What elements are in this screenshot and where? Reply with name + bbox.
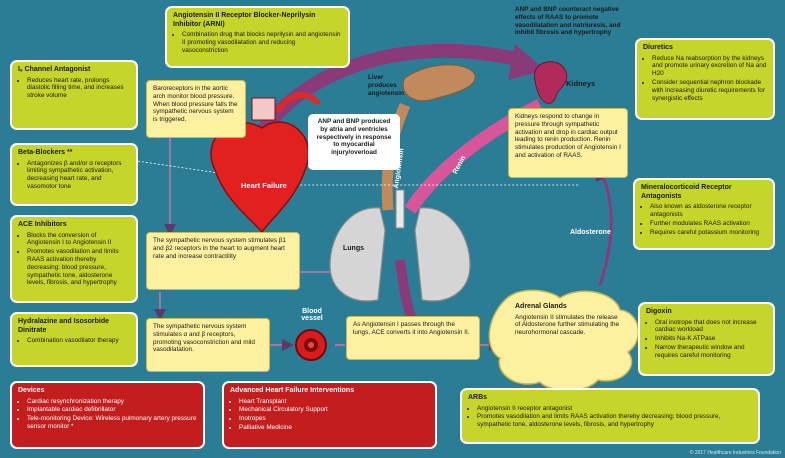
arbs-title: ARBs <box>468 394 488 401</box>
ace-list: Blocks the conversion of Angiotensin I t… <box>18 232 130 288</box>
arbs-item: Promotes vasodilation and limits RAAS ac… <box>477 413 752 429</box>
kidneys-label: Kidneys <box>566 79 596 88</box>
ace-item: Promotes vasodilation and limits RAAS ac… <box>27 248 130 287</box>
if-channel-box: Iₑ Channel Antagonist Reduces heart rate… <box>10 60 138 130</box>
diuretics-list: Reduce Na reabsorption by the kidneys an… <box>643 55 767 103</box>
devices-item: Cardiac resynchronization therapy <box>27 398 197 406</box>
anp-bnp-mid-text: ANP and BNP produced by atria and ventri… <box>316 118 392 157</box>
mra-title: Mineralocorticoid Receptor Antagonists <box>641 184 732 200</box>
mra-box: Mineralocorticoid Receptor Antagonists A… <box>633 178 775 250</box>
hydralazine-box: Hydralazine and Isosorbide Dinitrate Com… <box>10 312 138 367</box>
hydralazine-title: Hydralazine and Isosorbide Dinitrate <box>18 318 110 334</box>
blood-vessel-label: Blood vessel <box>301 308 323 322</box>
sympathetic-alpha-text: The sympathetic nervous system stimulate… <box>153 323 255 354</box>
arbs-list: Angiotensin II receptor antagonist Promo… <box>468 405 752 429</box>
devices-list: Cardiac resynchronization therapy Implan… <box>18 398 197 431</box>
adrenal-text: Angiotensin II stimulates the release of… <box>515 313 620 337</box>
devices-item: Tele-monitoring Device: Wireless pulmona… <box>27 415 197 431</box>
anp-bnp-mid-box: ANP and BNP produced by atria and ventri… <box>308 114 400 170</box>
mra-list: Also known as aldosterone receptor antag… <box>641 203 767 236</box>
if-channel-list: Reduces heart rate, prolongs diastolic f… <box>18 77 130 100</box>
adrenal-cloud <box>488 289 639 392</box>
baroreceptors-text: Baroreceptors in the aortic arch monitor… <box>153 85 238 124</box>
diuretics-item: Reduce Na reabsorption by the kidneys an… <box>652 55 767 78</box>
liver-icon <box>402 64 476 102</box>
arni-list: Combination drug that blocks neprilysin … <box>173 31 342 54</box>
lungs-label: Lungs <box>343 245 364 252</box>
diuretics-box: Diuretics Reduce Na reabsorption by the … <box>635 38 775 120</box>
beta-blockers-list: Antagonizes β and/or α receptors limitin… <box>18 160 130 191</box>
arni-box: Angiotensin II Receptor Blocker-Neprilys… <box>165 6 350 68</box>
beta-blockers-item: Antagonizes β and/or α receptors limitin… <box>27 160 130 191</box>
liver-label: Liver produces angiotensin <box>368 74 408 104</box>
advanced-item: Heart Transplant <box>239 398 429 406</box>
digoxin-title: Digoxin <box>646 308 672 315</box>
sympathetic-alpha-box: The sympathetic nervous system stimulate… <box>146 318 270 372</box>
lungs-icon <box>329 189 471 302</box>
mra-item: Requires careful potassium monitoring <box>650 229 767 237</box>
liver-text: Liver produces angiotensin <box>368 74 404 97</box>
angiotensin-lungs-box: As Angiotensin I passes through the lung… <box>346 316 480 360</box>
sympathetic-beta-box: The sympathetic nervous system stimulate… <box>146 232 300 290</box>
hydralazine-list: Combination vasodilator therapy <box>18 337 130 345</box>
advanced-list: Heart Transplant Mechanical Circulatory … <box>230 398 429 432</box>
if-channel-item: Reduces heart rate, prolongs diastolic f… <box>27 77 130 100</box>
baroreceptors-box: Baroreceptors in the aortic arch monitor… <box>146 80 246 138</box>
mra-item: Also known as aldosterone receptor antag… <box>650 203 767 219</box>
ace-inhibitors-box: ACE Inhibitors Blocks the conversion of … <box>10 215 138 303</box>
digoxin-item: Oral inotrope that does not increase car… <box>655 319 767 335</box>
kidneys-respond-box: Kidneys respond to change in pressure th… <box>508 108 628 178</box>
adrenal-box: Adrenal Glands Angiotensin II stimulates… <box>515 303 620 373</box>
ace-item: Blocks the conversion of Angiotensin I t… <box>27 232 130 248</box>
kidneys-respond-text: Kidneys respond to change in pressure th… <box>515 113 621 160</box>
advanced-item: Mechanical Circulatory Support <box>239 406 429 414</box>
heart-failure-label: Heart Failure <box>241 181 287 190</box>
digoxin-box: Digoxin Oral inotrope that does not incr… <box>638 302 775 376</box>
arni-item: Combination drug that blocks neprilysin … <box>182 31 342 54</box>
angiotensin-lungs-text: As Angiotensin I passes through the lung… <box>353 321 470 336</box>
devices-title: Devices <box>18 387 45 394</box>
arni-title: Angiotensin II Receptor Blocker-Neprilys… <box>173 12 316 28</box>
if-channel-title: Iₑ Channel Antagonist <box>18 66 91 73</box>
advanced-title: Advanced Heart Failure Interventions <box>230 387 355 394</box>
hydralazine-item: Combination vasodilator therapy <box>27 337 130 345</box>
blood-vessel-icon <box>295 329 327 361</box>
diuretics-item: Consider sequential nephron blockade wit… <box>652 79 767 102</box>
advanced-hf-box: Advanced Heart Failure Interventions Hea… <box>222 381 437 449</box>
arbs-item: Angiotensin II receptor antagonist <box>477 405 752 413</box>
diuretics-title: Diuretics <box>643 44 673 51</box>
mra-item: Further modulates RAAS activation <box>650 220 767 228</box>
digoxin-item: Narrow therapeutic window and requires c… <box>655 344 767 360</box>
advanced-item: Palliative Medicine <box>239 424 429 432</box>
devices-box: Devices Cardiac resynchronization therap… <box>10 381 205 449</box>
devices-item: Implantable cardiac defibrillator <box>27 406 197 414</box>
anp-bnp-top-text: ANP and BNP counteract negative effects … <box>515 6 621 37</box>
anp-bnp-top-box: ANP and BNP counteract negative effects … <box>515 6 633 61</box>
aldosterone-label: Aldosterone <box>570 229 611 236</box>
kidney-icon <box>534 61 568 104</box>
ace-title: ACE Inhibitors <box>18 221 67 228</box>
beta-blockers-box: Beta-Blockers ** Antagonizes β and/or α … <box>10 143 138 206</box>
arbs-box: ARBs Angiotensin II receptor antagonist … <box>460 388 760 444</box>
digoxin-list: Oral inotrope that does not increase car… <box>646 319 767 360</box>
adrenal-title: Adrenal Glands <box>515 303 567 310</box>
copyright-credit: © 2017 Healthcare Industries Foundation <box>689 450 781 456</box>
beta-blockers-title: Beta-Blockers ** <box>18 149 73 156</box>
digoxin-item: Inhibits Na-K ATPase <box>655 335 767 343</box>
sympathetic-beta-text: The sympathetic nervous system stimulate… <box>153 237 286 260</box>
advanced-item: Inotropes <box>239 415 429 423</box>
